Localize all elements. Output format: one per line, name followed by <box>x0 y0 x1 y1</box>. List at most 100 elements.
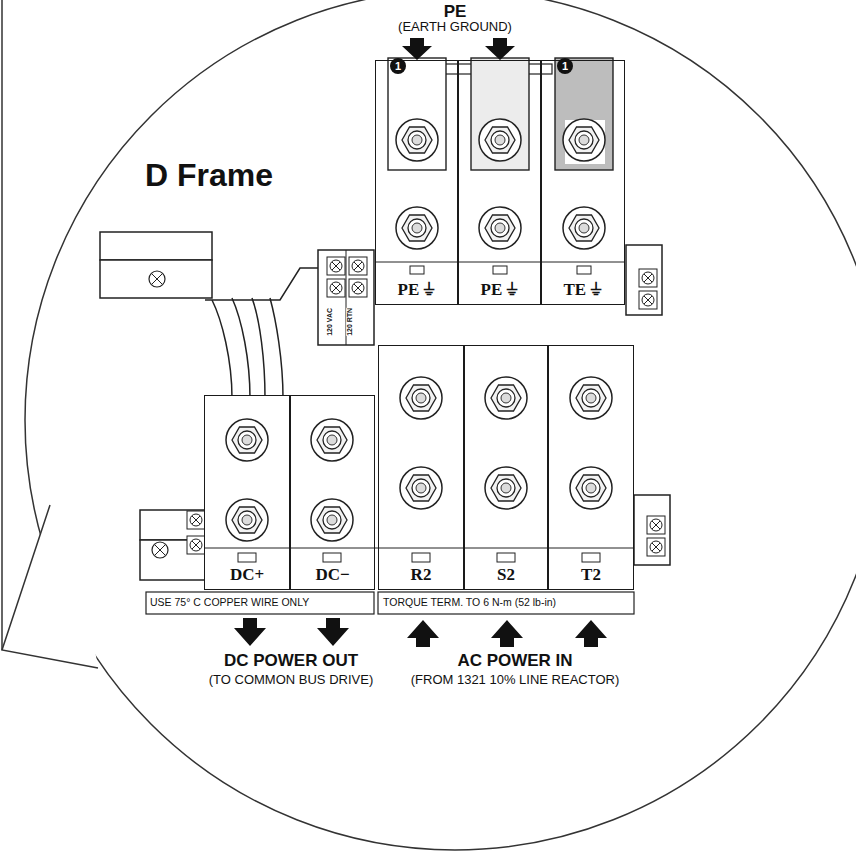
illustration-part <box>563 207 605 249</box>
note-band <box>146 592 634 614</box>
illustration-part <box>491 620 523 647</box>
terminal-block: PE ⏚ <box>375 60 458 305</box>
illustration-part <box>270 298 283 398</box>
label-sub: (EARTH GROUND) <box>398 20 512 34</box>
illustration-part <box>647 516 665 534</box>
illustration-part <box>485 467 527 509</box>
illustration-part <box>152 274 162 284</box>
illustration-part <box>412 553 430 562</box>
terminal-block: DC− <box>290 395 375 590</box>
magnifier-circle <box>25 0 856 850</box>
illustration-part <box>327 257 345 275</box>
illustration-part <box>410 266 424 274</box>
dc-cable <box>205 268 330 398</box>
illustration-part <box>232 298 250 398</box>
callout-number: 1 <box>557 58 573 74</box>
illustration-part <box>234 618 266 646</box>
illustration-part <box>187 511 205 529</box>
illustration-part <box>479 119 521 161</box>
illustration-part <box>146 592 374 614</box>
illustration-part <box>402 38 432 60</box>
illustration-part <box>204 548 634 549</box>
label-heading: AC POWER IN <box>457 652 572 671</box>
illustration-part <box>555 58 613 170</box>
illustration-part <box>634 495 670 565</box>
illustration-part <box>407 620 439 647</box>
illustration-part <box>155 545 165 555</box>
terminal-block: DC+ <box>204 395 290 590</box>
illustration-part <box>388 58 446 170</box>
illustration-part <box>152 274 162 284</box>
illustration-part <box>563 119 605 161</box>
illustration-part <box>226 419 268 461</box>
illustration-part <box>485 38 515 60</box>
illustration-part <box>400 377 442 419</box>
terminal-block: TE ⏚ <box>541 60 625 305</box>
terminal-label: R2 <box>409 566 434 585</box>
illustration-part <box>485 377 527 419</box>
illustration-part <box>349 279 367 297</box>
illustration-part <box>204 395 375 590</box>
illustration-part <box>570 377 612 419</box>
illustration-part <box>252 298 265 398</box>
control-terminal <box>318 250 374 345</box>
callout-tail <box>2 505 98 668</box>
callout-tail-fill <box>2 505 98 668</box>
direction-arrow <box>234 38 607 647</box>
label-sub: (TO COMMON BUS DRIVE) <box>209 673 373 687</box>
illustration-part <box>479 207 521 249</box>
torque-note: TORQUE TERM. TO 6 N-m (52 lb-in) <box>383 597 556 609</box>
illustration-part <box>100 260 212 298</box>
illustration-part <box>582 553 600 562</box>
illustration-part <box>205 268 330 300</box>
illustration-part <box>226 499 268 541</box>
illustration-part <box>493 266 507 274</box>
illustration-part <box>100 232 212 260</box>
illustration-part <box>497 553 515 562</box>
illustration-part <box>647 538 665 556</box>
illustration-part <box>327 279 345 297</box>
terminal-block: R2 <box>378 345 464 590</box>
illustration-part <box>238 553 256 562</box>
label-heading: DC POWER OUT <box>224 652 358 671</box>
label-heading: PE <box>444 3 467 22</box>
illustration-part <box>400 467 442 509</box>
illustration-part <box>570 467 612 509</box>
terminal-label: DC− <box>313 566 351 585</box>
lower-terminals <box>204 345 634 590</box>
illustration-part <box>349 257 367 275</box>
terminal-label: DC+ <box>228 566 266 585</box>
illustration-part <box>471 58 529 170</box>
terminal-label: S2 <box>495 566 517 585</box>
illustration-part <box>152 542 168 558</box>
left-rail <box>100 232 212 580</box>
terminal-block: PE ⏚ <box>458 60 541 305</box>
illustration-part <box>317 618 349 646</box>
illustration-part <box>311 499 353 541</box>
illustration-part <box>639 291 657 309</box>
terminal-mark: 120 RTN <box>346 308 354 336</box>
illustration-part <box>212 300 232 398</box>
illustration-part <box>396 119 438 161</box>
illustration-part <box>375 262 625 263</box>
illustration-part <box>149 271 165 287</box>
terminal-label: PE ⏚ <box>396 281 438 300</box>
frame-title: D Frame <box>145 158 273 193</box>
illustration-part <box>187 536 205 554</box>
illustration-part <box>577 266 591 274</box>
illustration-part <box>311 419 353 461</box>
illustration-part <box>396 207 438 249</box>
illustration-part <box>575 620 607 647</box>
wire-note: USE 75° C COPPER WIRE ONLY <box>150 597 309 609</box>
terminal-label: TE ⏚ <box>562 281 605 300</box>
terminal-label: PE ⏚ <box>479 281 521 300</box>
illustration-part <box>378 345 634 590</box>
illustration-part <box>378 592 634 614</box>
label-sub: (FROM 1321 10% LINE REACTOR) <box>411 673 620 687</box>
terminal-block: T2 <box>548 345 634 590</box>
terminal-label: T2 <box>579 566 603 585</box>
terminal-block: S2 <box>464 345 548 590</box>
illustration-part <box>155 545 165 555</box>
